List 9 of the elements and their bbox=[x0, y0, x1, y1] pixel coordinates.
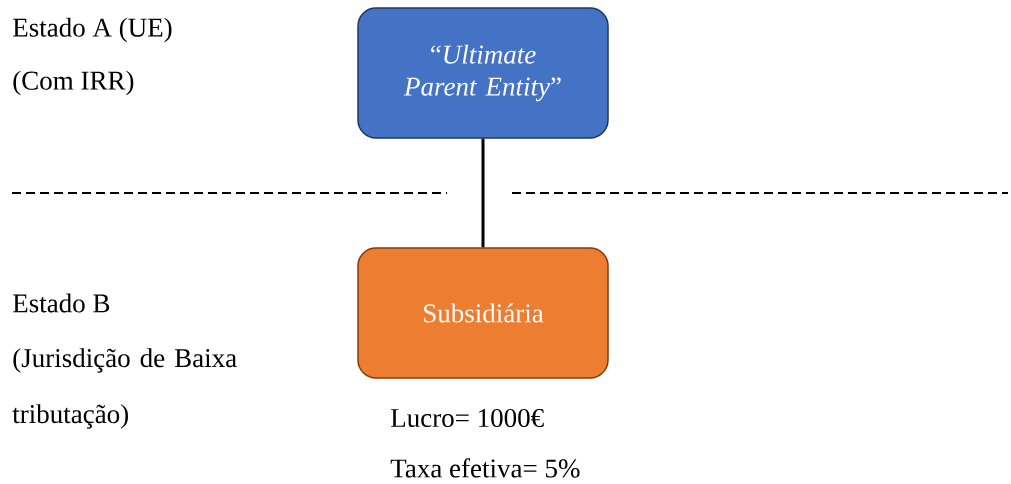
entity-box: “Ultimate Parent Entity” bbox=[357, 7, 609, 139]
jurisdiction-label: Estado A (UE) bbox=[13, 17, 172, 43]
jurisdiction-label: (Com IRR) bbox=[13, 70, 134, 96]
node-note: Lucro= 1000€ bbox=[391, 408, 544, 428]
jurisdiction-label: (Jurisdição de Baixa tributação) bbox=[12, 348, 237, 429]
entity-box: Subsidiária bbox=[357, 247, 609, 379]
jurisdiction-label: Estado B bbox=[13, 293, 110, 313]
connector-line bbox=[481, 138, 485, 248]
node-note: Taxa efetiva= 5% bbox=[390, 458, 580, 478]
